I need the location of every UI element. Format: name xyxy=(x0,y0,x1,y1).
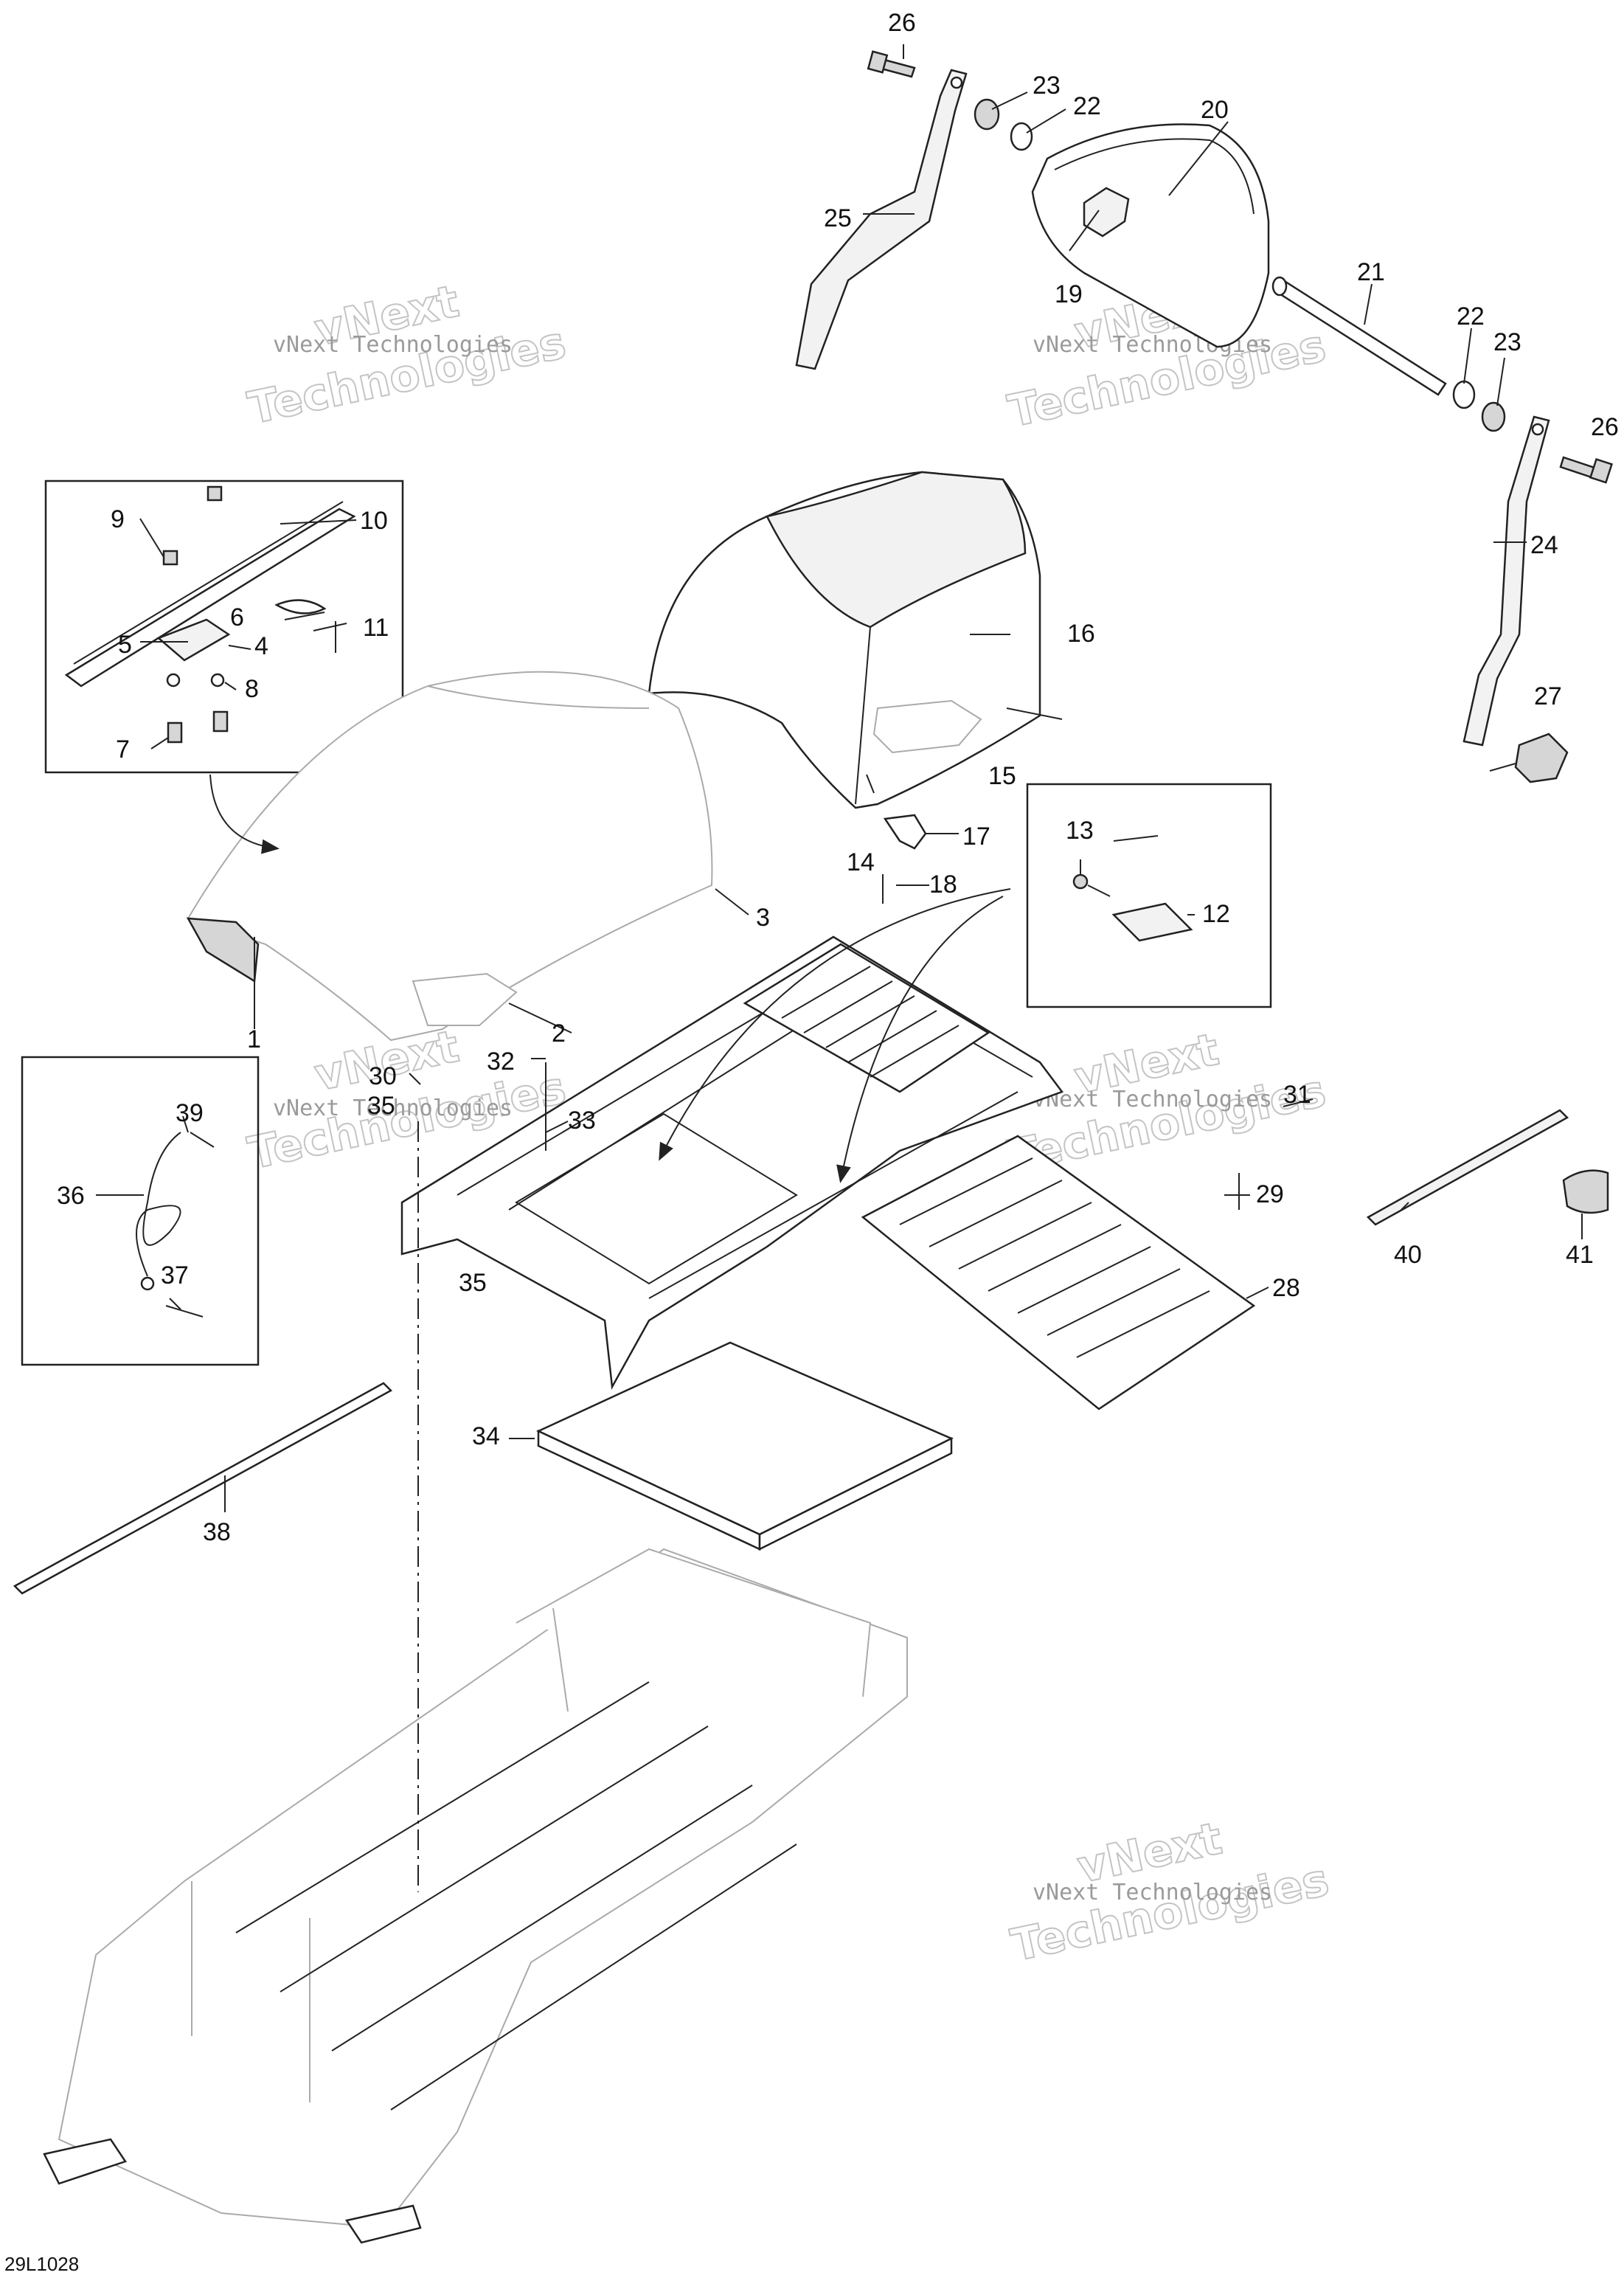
callout-21: 21 xyxy=(1357,258,1385,286)
callout-23-top: 23 xyxy=(1033,72,1061,100)
callout-24: 24 xyxy=(1530,531,1558,559)
callout-12: 12 xyxy=(1202,900,1230,928)
watermark-6: Technologies vNext vNext Technologies xyxy=(1006,1812,1334,1973)
callout-31: 31 xyxy=(1283,1081,1311,1109)
callout-26-right: 26 xyxy=(1591,413,1619,441)
callout-15: 15 xyxy=(988,762,1016,790)
part-nut-top xyxy=(974,98,1000,131)
part-chassis xyxy=(43,1548,908,2244)
callout-17: 17 xyxy=(962,823,990,851)
part-seat-base xyxy=(400,935,1064,1391)
callout-6: 6 xyxy=(230,603,244,631)
arrow-seat-hardware xyxy=(209,774,280,854)
callout-38: 39 xyxy=(176,1099,204,1127)
part-seat xyxy=(186,671,713,1042)
callout-18: 18 xyxy=(929,870,957,899)
part-rail xyxy=(1366,1109,1569,1226)
callout-25: 25 xyxy=(824,204,852,232)
inset-box-seat-hardware xyxy=(44,480,404,774)
drawing-code: 29L1028 xyxy=(4,2253,79,2275)
callout-36: 36 xyxy=(57,1182,85,1210)
callout-3: 3 xyxy=(756,904,770,932)
part-bolt-right xyxy=(1559,456,1614,484)
callout-22-right: 22 xyxy=(1457,302,1485,330)
callout-37: 37 xyxy=(161,1261,189,1289)
callout-13: 13 xyxy=(1066,817,1094,845)
arrow-hinge-2 xyxy=(836,896,1004,1183)
watermark-small-text: vNext Technologies xyxy=(273,1095,513,1121)
callout-28: 28 xyxy=(1272,1274,1300,1302)
part-trim-strip xyxy=(13,1382,393,1595)
callout-2: 2 xyxy=(552,1019,566,1048)
inset-box-tether xyxy=(21,1056,260,1366)
part-tether-cable xyxy=(136,1132,215,1318)
part-seat-rail xyxy=(64,501,356,688)
callout-19: 19 xyxy=(1055,280,1083,308)
watermark-small-text: vNext Technologies xyxy=(273,332,513,358)
callout-41: 41 xyxy=(1566,1241,1594,1269)
callout-40: 40 xyxy=(1394,1241,1422,1269)
callout-1: 1 xyxy=(247,1025,261,1053)
watermark-small-text: vNext Technologies xyxy=(1033,1880,1272,1905)
part-end-cap xyxy=(1562,1169,1609,1214)
part-cargo-deck xyxy=(861,1135,1256,1410)
part-washer-right xyxy=(1452,380,1476,409)
callout-35: 35 xyxy=(459,1269,487,1297)
callout-23-right: 23 xyxy=(1493,328,1521,356)
watermark-4: Technologies vNext vNext Technologies xyxy=(1003,1023,1331,1184)
callout-32: 32 xyxy=(487,1048,515,1076)
watermark-1: Technologies vNext vNext Technologies xyxy=(243,275,572,436)
arrow-hinge-1 xyxy=(659,888,1011,1161)
callout-14: 14 xyxy=(847,848,875,876)
callout-27: 27 xyxy=(1534,682,1562,710)
callout-35-top: 35 xyxy=(367,1092,395,1120)
part-cargo-box xyxy=(648,471,1041,809)
callout-11: 11 xyxy=(363,614,389,642)
callout-22-top: 22 xyxy=(1073,92,1101,120)
callout-34: 34 xyxy=(472,1422,500,1450)
callout-8: 8 xyxy=(245,675,259,703)
callout-16: 16 xyxy=(1067,620,1095,648)
inset-box-hinge xyxy=(1026,783,1272,1008)
callout-10: 10 xyxy=(360,507,388,535)
callouts: 26 23 22 20 25 19 21 22 23 26 24 27 16 1… xyxy=(57,9,1619,1546)
callout-26-top: 26 xyxy=(888,9,916,37)
part-foam-pad xyxy=(536,1341,954,1551)
part-washer-top xyxy=(1010,122,1033,151)
part-backrest-pad xyxy=(1031,123,1270,348)
callout-4: 4 xyxy=(254,632,268,660)
callout-30: 30 xyxy=(369,1062,397,1090)
part-nut-right xyxy=(1481,401,1506,432)
part-backrest-bracket-left xyxy=(795,69,968,370)
watermark-small-text: vNext Technologies xyxy=(1033,1087,1272,1112)
part-latch-assembly xyxy=(156,485,336,744)
callout-9: 9 xyxy=(111,505,125,533)
callout-29: 29 xyxy=(1256,1180,1284,1208)
part-knob xyxy=(1489,733,1569,783)
part-rod xyxy=(1271,276,1447,396)
callout-7: 7 xyxy=(116,735,130,764)
leader-lines xyxy=(96,44,1583,1512)
callout-5: 5 xyxy=(118,631,132,659)
part-bolt-top xyxy=(867,50,916,78)
part-backrest-bracket-right xyxy=(1462,415,1550,747)
callout-33: 33 xyxy=(568,1107,596,1135)
part-latch xyxy=(883,814,927,850)
callout-39: 38 xyxy=(203,1518,231,1546)
callout-20: 20 xyxy=(1201,96,1229,124)
part-hinge xyxy=(1072,873,1193,942)
